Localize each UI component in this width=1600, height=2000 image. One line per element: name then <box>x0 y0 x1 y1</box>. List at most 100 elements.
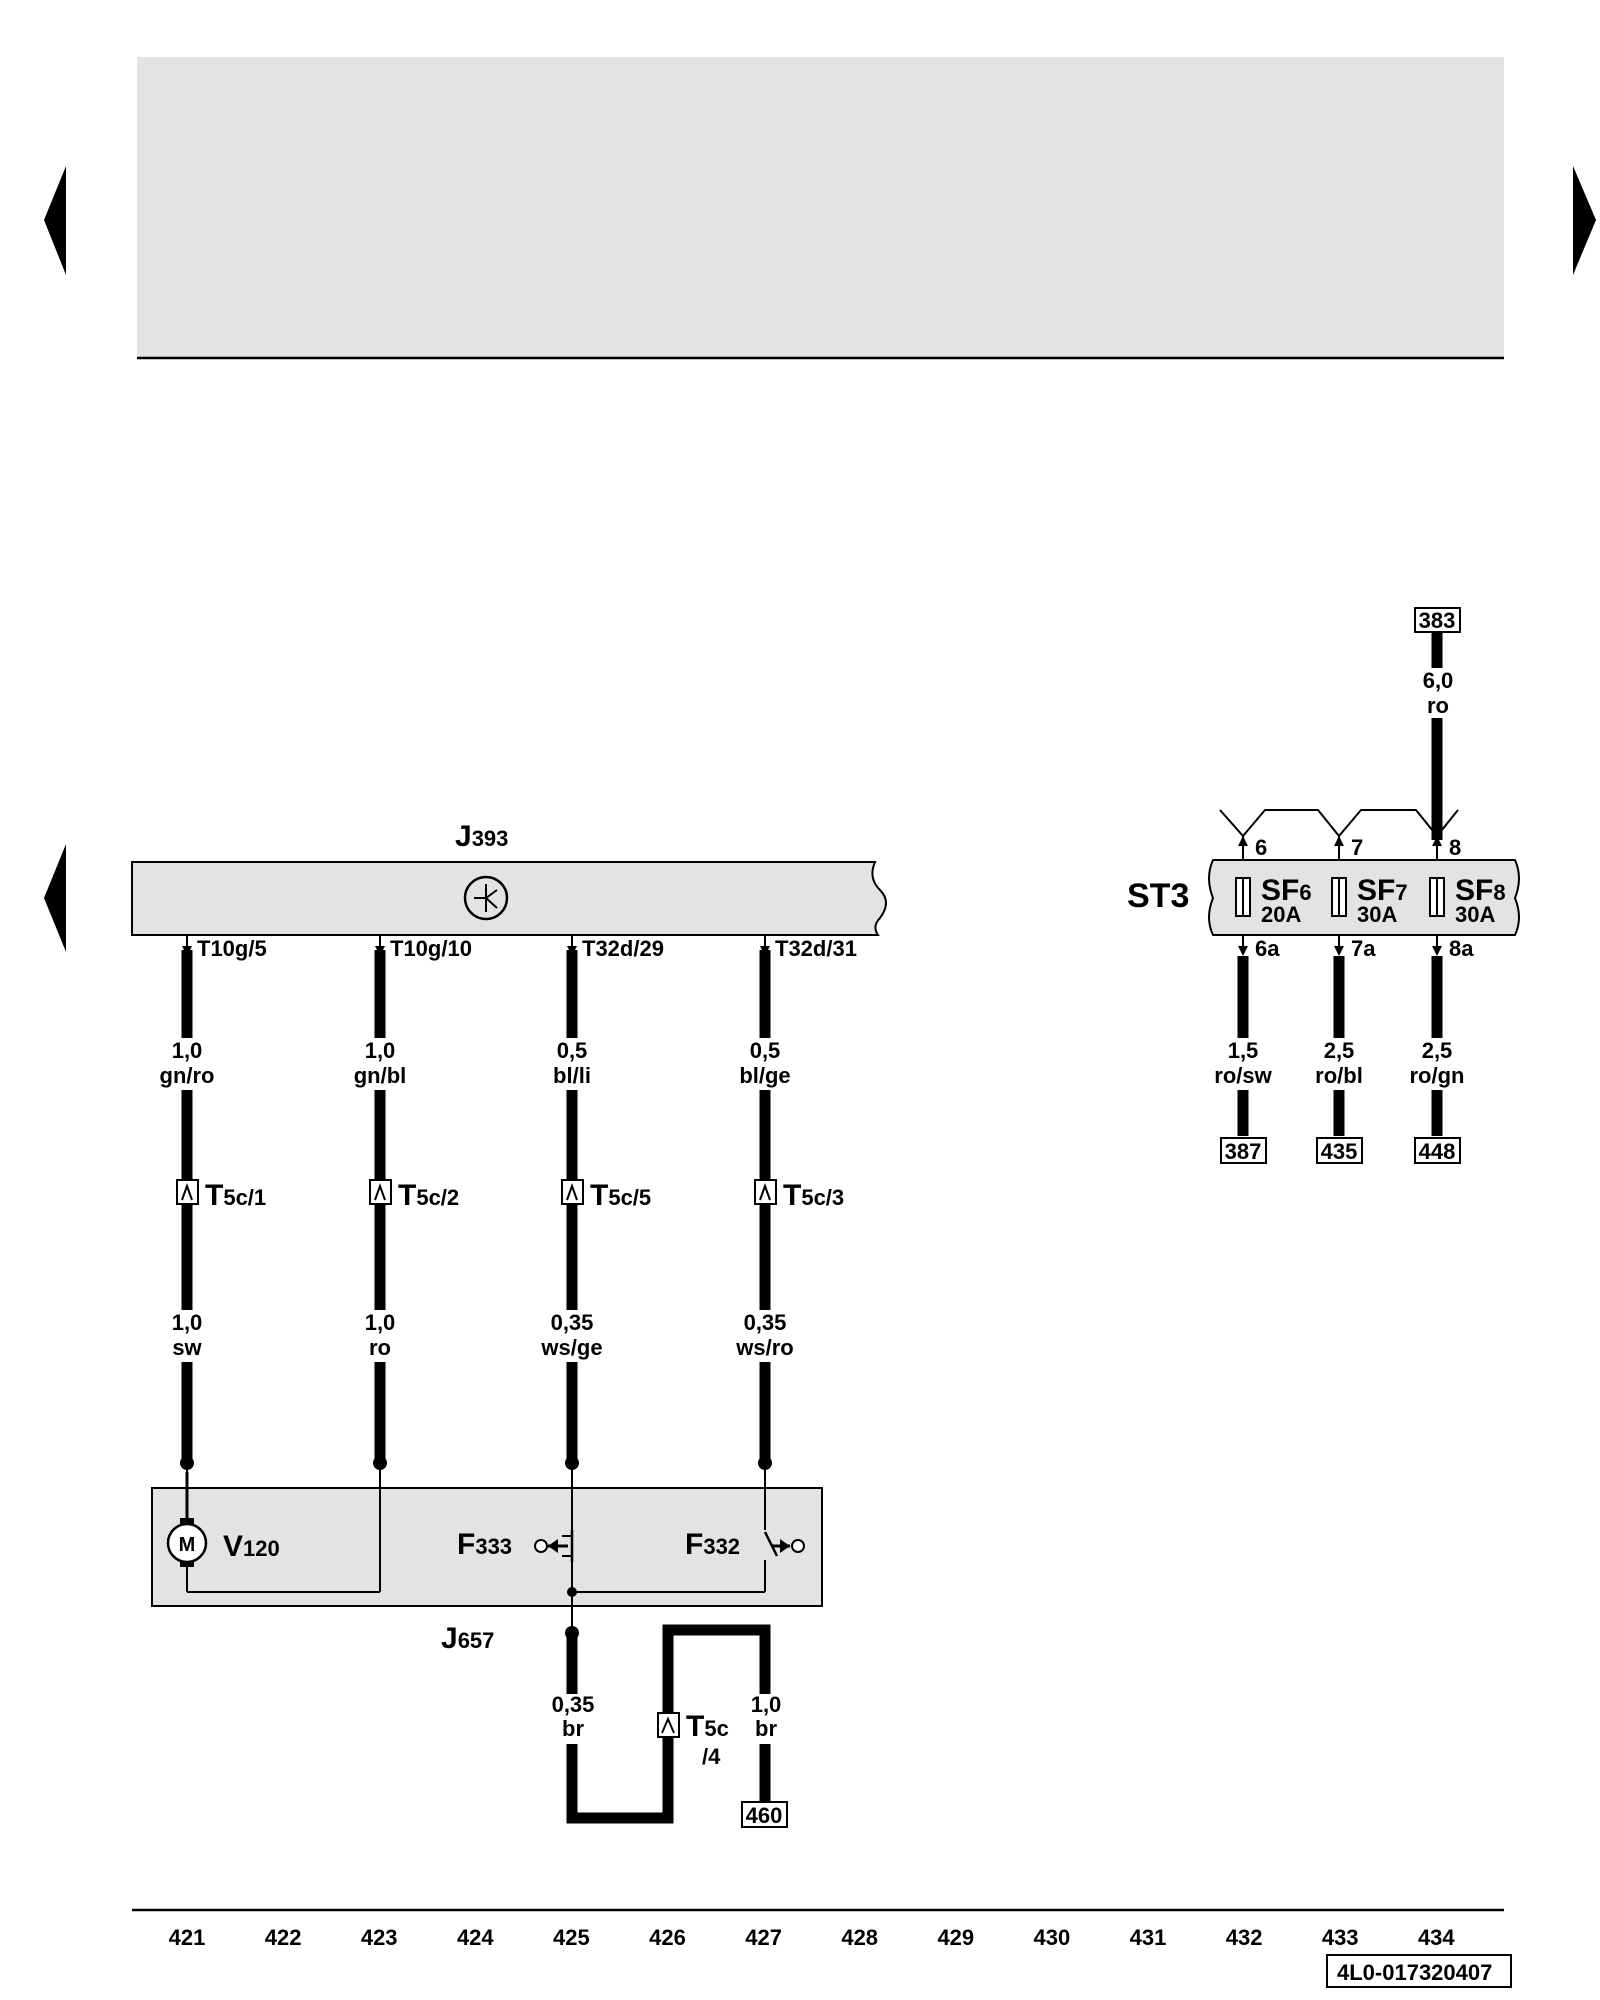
wire-color: gn/ro <box>160 1063 215 1088</box>
pin-label: T32d/31 <box>775 936 857 961</box>
page-reference-box[interactable]: 387 <box>1220 1137 1267 1164</box>
wire-color: ro/gn <box>1410 1063 1465 1088</box>
fuse-pin-out: 8a <box>1449 936 1474 961</box>
fuse-pin-out: 6a <box>1255 936 1280 961</box>
switch-f332-icon <box>763 1472 805 1592</box>
pin-label: T10g/5 <box>197 936 267 961</box>
control-unit-symbol-icon <box>463 875 509 921</box>
track-number: 427 <box>745 1925 782 1950</box>
next-page-arrow-icon[interactable] <box>1573 166 1596 275</box>
track-number: 430 <box>1034 1925 1071 1950</box>
wire-color: sw <box>172 1335 202 1360</box>
wire-size: 0,35 <box>744 1310 787 1335</box>
fuse-name: SF7 <box>1357 874 1408 907</box>
fuse-pin-in: 6 <box>1255 835 1267 860</box>
ground-wire-label: 0,35 br <box>548 1692 598 1744</box>
track-number: 423 <box>361 1925 398 1950</box>
wire-color: gn/bl <box>354 1063 407 1088</box>
svg-text:br: br <box>755 1716 777 1741</box>
wire-color: bl/ge <box>739 1063 790 1088</box>
fuse-name: SF6 <box>1261 874 1312 907</box>
connector-label: T5c/3 <box>783 1179 844 1212</box>
svg-text:0,35: 0,35 <box>552 1692 595 1717</box>
connector-label: T5c/1 <box>205 1179 266 1212</box>
ground-wire-label: 1,0 br <box>745 1692 787 1744</box>
connector-label: T5c/5 <box>590 1179 651 1212</box>
control-unit-j393 <box>131 861 887 936</box>
prev-page-arrow-icon[interactable] <box>44 166 66 275</box>
track-number: 434 <box>1418 1925 1455 1950</box>
fuse-rating: 30A <box>1455 902 1495 927</box>
back-reference-arrow-icon[interactable] <box>44 844 66 952</box>
track-number: 431 <box>1130 1925 1167 1950</box>
wire-size: 1,0 <box>365 1038 396 1063</box>
title-band <box>137 57 1504 358</box>
page-reference-box[interactable]: 448 <box>1414 1137 1461 1164</box>
fuse-pin-in: 7 <box>1351 835 1363 860</box>
wire-color: ws/ge <box>540 1335 602 1360</box>
svg-text:4L0-017320407: 4L0-017320407 <box>1337 1960 1492 1985</box>
module-j657 <box>151 1487 823 1607</box>
control-unit-label: J393 <box>455 820 508 853</box>
svg-text:1,0: 1,0 <box>751 1692 782 1717</box>
wire-color: bl/li <box>553 1063 591 1088</box>
track-number: 422 <box>265 1925 302 1950</box>
fuse-carrier-label: ST3 <box>1127 877 1189 915</box>
wire-size: 1,0 <box>172 1310 203 1335</box>
fuse-pin-out: 7a <box>1351 936 1376 961</box>
switch-a-label: F333 <box>457 1528 512 1561</box>
document-number-box: 4L0-017320407 <box>1326 1954 1512 1988</box>
track-number: 429 <box>937 1925 974 1950</box>
fuse-bridge <box>1219 809 1459 838</box>
track-number: 428 <box>841 1925 878 1950</box>
track-number: 432 <box>1226 1925 1263 1950</box>
wire-size: 0,35 <box>551 1310 594 1335</box>
motor-symbol: M <box>179 1534 196 1556</box>
wire-size: 1,0 <box>365 1310 396 1335</box>
page-reference-box[interactable]: 435 <box>1316 1137 1363 1164</box>
track-number: 433 <box>1322 1925 1359 1950</box>
wire-size: 2,5 <box>1324 1038 1355 1063</box>
wire-size: 1,5 <box>1228 1038 1259 1063</box>
ground-connector-label: T5c <box>686 1710 729 1743</box>
wire-size: 2,5 <box>1422 1038 1453 1063</box>
motor-v120-icon <box>166 1472 381 1593</box>
pin-label: T32d/29 <box>582 936 664 961</box>
fuse-pin-in: 8 <box>1449 835 1461 860</box>
wire-size: 0,5 <box>557 1038 588 1063</box>
switch-b-label: F332 <box>685 1528 740 1561</box>
fuse-rating: 20A <box>1261 902 1301 927</box>
track-number: 426 <box>649 1925 686 1950</box>
track-number: 421 <box>169 1925 206 1950</box>
track-number: 425 <box>553 1925 590 1950</box>
pin-label: T10g/10 <box>390 936 472 961</box>
ground-connector-label-2: /4 <box>702 1744 721 1769</box>
wire-color: ro <box>369 1335 391 1360</box>
ground-wiring <box>565 1624 771 1824</box>
wire-color: ws/ro <box>735 1335 793 1360</box>
page-reference: 448 <box>1419 1139 1456 1164</box>
input-wire-color: ro <box>1427 693 1449 718</box>
page-reference: 387 <box>1225 1139 1262 1164</box>
wire-size: 0,5 <box>750 1038 781 1063</box>
wire-color: ro/sw <box>1214 1063 1272 1088</box>
wire-color: ro/bl <box>1315 1063 1363 1088</box>
fuse-carrier-input <box>1414 607 1461 840</box>
input-reference[interactable]: 383 <box>1419 608 1456 633</box>
ground-reference-box[interactable]: 460 <box>741 1801 788 1828</box>
module-label: J657 <box>441 1622 494 1655</box>
svg-text:br: br <box>562 1716 584 1741</box>
wire-size: 1,0 <box>172 1038 203 1063</box>
svg-text:460: 460 <box>746 1803 783 1828</box>
fuse-name: SF8 <box>1455 874 1506 907</box>
track-number: 424 <box>457 1925 494 1950</box>
connector-label: T5c/2 <box>398 1179 459 1212</box>
